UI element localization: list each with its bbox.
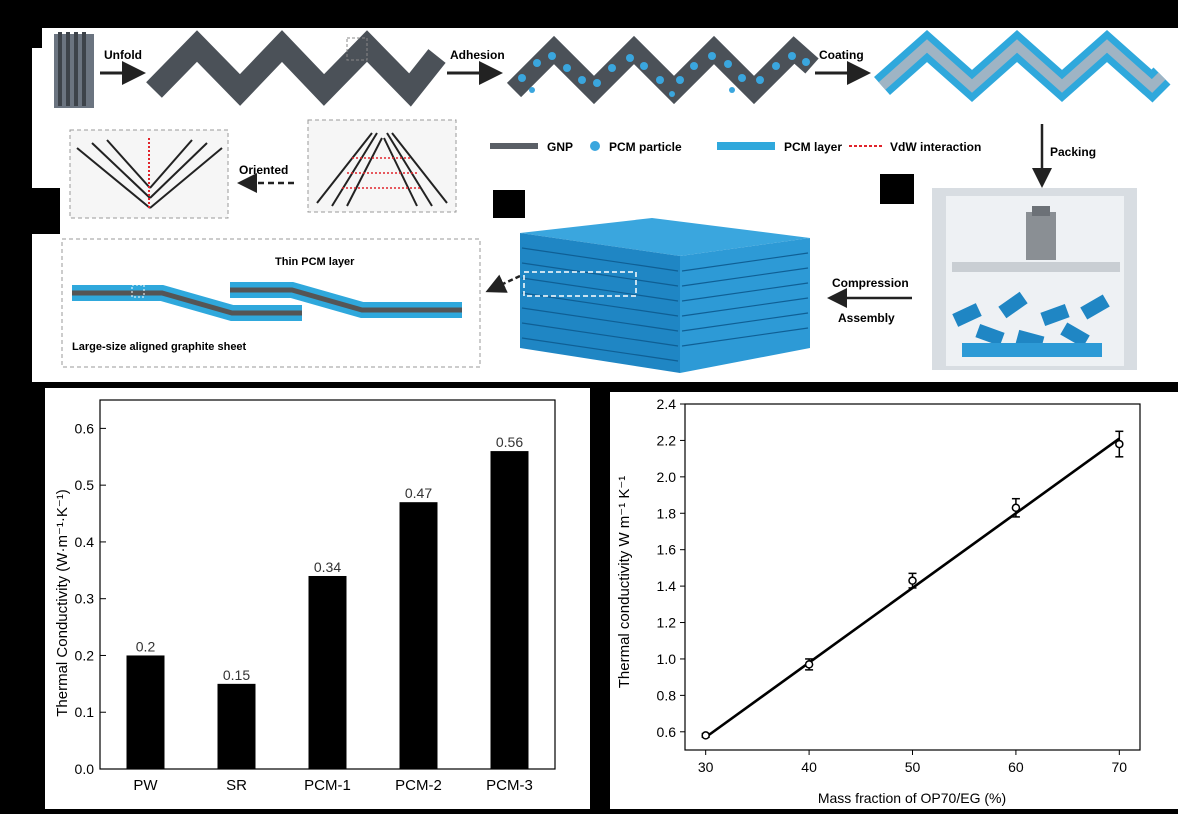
bar-y-axis-label: Thermal Conductivity (W·m⁻¹·K⁻¹) xyxy=(54,489,71,717)
composite-block xyxy=(520,218,810,373)
gnp-with-particles xyxy=(506,35,819,105)
oriented-label: Oriented xyxy=(239,163,288,177)
bar-x-tick-label: PCM-3 xyxy=(486,777,533,794)
line-y-tick-label: 0.8 xyxy=(657,687,677,703)
bar-data-label: 0.34 xyxy=(314,559,341,575)
bar-x-tick-label: PCM-1 xyxy=(304,777,351,794)
bar-x-tick-label: SR xyxy=(226,777,247,794)
graphite-sheet-label: Large-size aligned graphite sheet xyxy=(72,341,247,353)
bar-chart-panel: Thermal Conductivity (W·m⁻¹·K⁻¹) 0.0 0.1 0… xyxy=(45,388,590,809)
line-y-tick-label: 0.6 xyxy=(657,724,677,740)
data-point xyxy=(701,731,710,740)
legend-particle-swatch xyxy=(590,141,600,151)
line-chart: Thermal conductivity W m⁻¹ K⁻¹ Mass frac… xyxy=(616,396,1141,806)
packing-label: Packing xyxy=(1050,145,1096,159)
line-y-axis-label: Thermal conductivity W m⁻¹ K⁻¹ xyxy=(616,476,633,689)
panel-label-mask-d xyxy=(880,174,914,204)
random-molecules xyxy=(316,132,448,207)
bar-data-label: 0.47 xyxy=(405,485,432,501)
press-box xyxy=(932,188,1137,370)
legend-layer-label: PCM layer xyxy=(784,140,842,154)
line-y-tick-label: 1.2 xyxy=(657,615,677,631)
data-point xyxy=(908,576,917,585)
schematic-svg: Unfold Adhesion Coating Packing xyxy=(54,29,1171,373)
bar-y-tick-label: 0.4 xyxy=(75,534,95,550)
assembly-label: Assembly xyxy=(838,311,895,325)
graphite-sheet-lower xyxy=(72,290,302,316)
line-y-tick-label: 1.0 xyxy=(657,651,677,667)
compression-label: Compression xyxy=(832,276,909,290)
bar-data-label: 0.56 xyxy=(496,434,523,450)
data-point xyxy=(1011,503,1021,513)
bar-y-tick-label: 0.0 xyxy=(75,761,95,777)
bar-data-label: 0.15 xyxy=(223,667,250,683)
bar-pw xyxy=(126,655,165,769)
bar-pcm-3 xyxy=(490,451,529,769)
bar-chart: Thermal Conductivity (W·m⁻¹·K⁻¹) 0.0 0.1 0… xyxy=(54,399,556,794)
line-x-tick-label: 40 xyxy=(801,759,817,775)
line-y-tick-label: 2.0 xyxy=(657,469,677,485)
schematic-panel: Unfold Adhesion Coating Packing xyxy=(32,28,1178,382)
line-x-axis-label: Mass fraction of OP70/EG (%) xyxy=(818,790,1006,806)
line-x-tick-label: 70 xyxy=(1112,759,1128,775)
coating-label: Coating xyxy=(819,48,864,62)
vdw-lines-random xyxy=(342,157,422,189)
bar-pcm-2 xyxy=(399,502,438,769)
bar-y-tick-label: 0.2 xyxy=(75,647,95,663)
bar-data-label: 0.2 xyxy=(136,638,156,654)
bar-y-tick-label: 0.6 xyxy=(75,420,95,436)
line-y-tick-label: 1.4 xyxy=(657,578,677,594)
bar-y-tick-label: 0.1 xyxy=(75,704,95,720)
line-x-tick-label: 60 xyxy=(1008,759,1024,775)
bar-pcm-1 xyxy=(308,575,347,769)
legend-layer-swatch xyxy=(717,142,775,150)
zoom-out-arrow xyxy=(485,274,521,293)
line-y-tick-label: 1.6 xyxy=(657,542,677,558)
bar-x-tick-label: PW xyxy=(133,777,158,794)
panel-label-mask-b xyxy=(32,188,60,234)
bar-y-tick-label: 0.3 xyxy=(75,591,95,607)
panel-label-mask-a xyxy=(32,28,42,48)
data-point xyxy=(804,660,814,669)
coated-core xyxy=(878,39,1166,93)
data-point xyxy=(1115,439,1124,449)
legend-gnp-label: GNP xyxy=(547,140,573,154)
legend-particle-label: PCM particle xyxy=(609,140,682,154)
line-y-tick-label: 2.2 xyxy=(657,432,677,448)
random-view-box xyxy=(307,119,457,213)
graphite-sheet-upper xyxy=(230,287,462,313)
pcm-particles xyxy=(518,52,810,97)
gnp-zigzag-sheet xyxy=(146,30,446,107)
line-y-tick-label: 2.4 xyxy=(657,396,677,412)
bar-x-tick-label: PCM-2 xyxy=(395,777,442,794)
unfold-label: Unfold xyxy=(104,48,142,62)
zoom-box xyxy=(346,37,368,61)
bar-sr xyxy=(217,683,256,769)
line-y-tick-label: 1.8 xyxy=(657,505,677,521)
legend-vdw-label: VdW interaction xyxy=(890,140,981,154)
oriented-molecules xyxy=(76,139,223,209)
line-chart-panel: Thermal conductivity W m⁻¹ K⁻¹ Mass frac… xyxy=(610,392,1178,809)
panel-label-mask-c xyxy=(493,190,525,218)
zoom-marker xyxy=(131,284,145,298)
graphite-stack-icon xyxy=(54,32,94,108)
adhesion-label: Adhesion xyxy=(450,48,505,62)
legend-gnp-swatch xyxy=(490,143,538,149)
thin-pcm-layer-label: Thin PCM layer xyxy=(275,256,355,268)
bar-y-tick-label: 0.5 xyxy=(75,477,95,493)
line-x-tick-label: 30 xyxy=(698,759,714,775)
line-x-tick-label: 50 xyxy=(905,759,921,775)
